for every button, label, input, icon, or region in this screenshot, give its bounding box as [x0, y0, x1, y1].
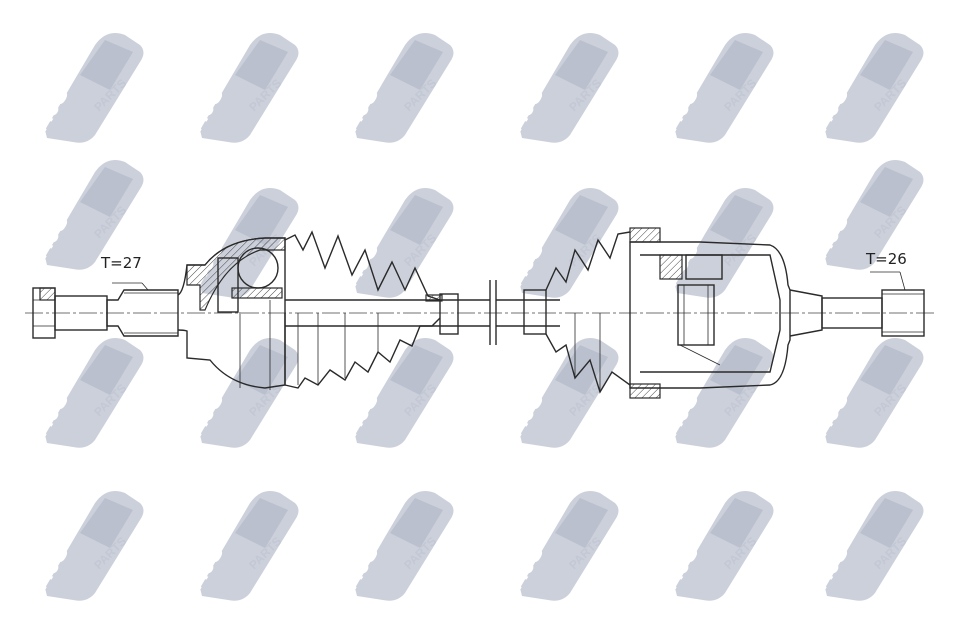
main-shaft: [285, 280, 560, 345]
right-spline-label: T=26: [865, 250, 907, 268]
outer-boot: [284, 230, 443, 389]
inner-stub-shaft: [789, 271, 925, 337]
inner-boot: [545, 231, 631, 394]
outer-stub-shaft: [32, 282, 179, 339]
left-spline-label: T=27: [100, 254, 142, 272]
inner-tripod-joint: [629, 227, 791, 399]
